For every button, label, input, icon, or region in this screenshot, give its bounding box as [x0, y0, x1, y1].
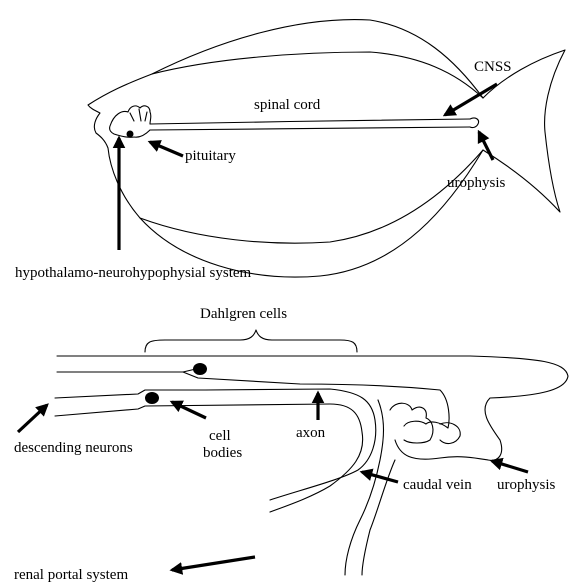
urophysis-top: [470, 118, 479, 128]
pituitary-dot: [127, 131, 134, 138]
cord-second: [57, 368, 200, 372]
axon-label: axon: [296, 425, 326, 441]
spinal-cord-detail: [55, 356, 568, 575]
spinal-cord-upper: [150, 119, 470, 124]
urophysis-arrow-bottom: [492, 461, 528, 472]
pituitary-arrow: [150, 142, 183, 156]
cnss-arrow: [445, 84, 497, 115]
neuron-axon-upper: [183, 372, 449, 428]
urophysis-label-top: urophysis: [447, 175, 506, 191]
dahlgren-label: Dahlgren cells: [200, 306, 287, 322]
caudal-vein-label: caudal vein: [403, 477, 472, 493]
renal-portal-label: renal portal system: [14, 567, 128, 582]
pituitary-label: pituitary: [185, 148, 236, 164]
descending-arrow: [18, 405, 47, 432]
renal-portal-arrow: [172, 557, 255, 570]
urophysis-arrow-top: [479, 132, 493, 160]
cell-body-lower: [145, 392, 159, 404]
dahlgren-brace: [145, 330, 357, 352]
cell-bodies-label-1: cell: [209, 428, 231, 444]
cell-body-upper: [193, 363, 207, 375]
cell-bodies-arrow: [172, 402, 206, 418]
spinal-cord-label: spinal cord: [254, 97, 321, 113]
caudal-vein-lower: [362, 440, 488, 575]
cell-bodies-label-2: bodies: [203, 445, 242, 461]
hns-label: hypothalamo-neurohypophysial system: [15, 265, 252, 281]
cnss-label: CNSS: [474, 59, 512, 75]
dorsal-fin-line: [152, 52, 483, 98]
caudal-vein-upper: [345, 400, 384, 575]
spinal-cord-lower: [150, 127, 470, 130]
caudal-vein-arrow: [362, 472, 398, 482]
urophysis-label-bottom: urophysis: [497, 477, 556, 493]
descending-label: descending neurons: [14, 440, 133, 456]
